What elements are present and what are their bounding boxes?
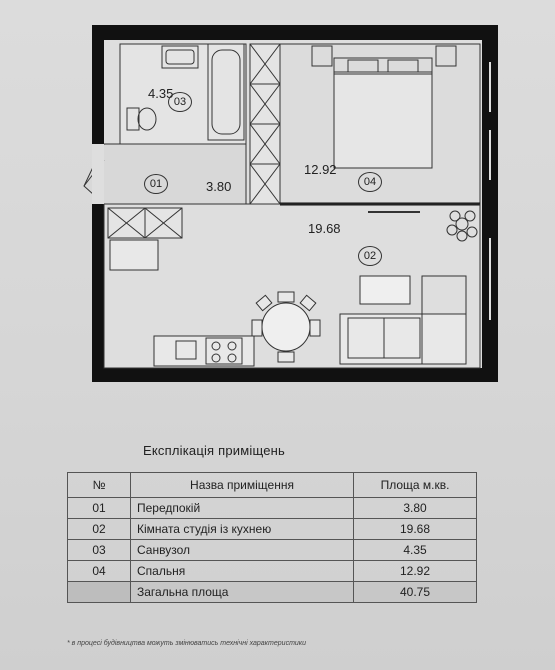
row-area: 12.92 (353, 560, 477, 582)
room-area-03: 4.35 (148, 86, 174, 101)
room-area-04: 12.92 (304, 162, 337, 177)
row-number: 02 (67, 518, 131, 540)
total-label: Загальна площа (130, 581, 354, 603)
studio-area (103, 203, 481, 369)
room-area-02: 19.68 (308, 221, 341, 236)
row-number: 03 (67, 539, 131, 561)
row-number: 01 (67, 497, 131, 519)
header-name: Назва приміщення (130, 472, 354, 498)
total-area: 40.75 (353, 581, 477, 603)
bathtub (207, 43, 245, 141)
row-name: Спальня (130, 560, 354, 582)
entry-opening (92, 144, 104, 204)
explication-table: № Назва приміщення Площа м.кв. 01 Передп… (67, 472, 477, 603)
row-name: Кімната студія із кухнею (130, 518, 354, 540)
row-area: 4.35 (353, 539, 477, 561)
hallway-area (83, 143, 247, 205)
kitchen-sink (175, 340, 197, 360)
kitchen-counter (153, 335, 255, 367)
sofa (339, 313, 467, 365)
dining-chairs (251, 291, 321, 363)
sink-bowl (165, 49, 195, 65)
row-name: Передпокій (130, 497, 354, 519)
footnote: * в процесі будівництва можуть змінювати… (67, 640, 306, 647)
plant (446, 210, 478, 242)
table-title: Експлікація приміщень (143, 443, 285, 458)
table-row: 02 Кімната студія із кухнею 19.68 (67, 518, 477, 540)
hall-closet-crosses (107, 207, 183, 239)
table-header-row: № Назва приміщення Площа м.кв. (67, 472, 477, 498)
cooktop (205, 337, 243, 365)
room-number-03: 03 (168, 92, 192, 112)
bed (333, 71, 433, 169)
room-area-01: 3.80 (206, 179, 232, 194)
row-number: 04 (67, 560, 131, 582)
table-row: 01 Передпокій 3.80 (67, 497, 477, 519)
toilet-bowl (137, 107, 157, 131)
row-area: 19.68 (353, 518, 477, 540)
nightstand-right (435, 45, 457, 67)
toilet-tank (126, 107, 140, 131)
room-number-04: 04 (358, 172, 382, 192)
floor-plan-drawing (83, 25, 498, 382)
table-row: 04 Спальня 12.92 (67, 560, 477, 582)
row-area: 3.80 (353, 497, 477, 519)
room-number-02: 02 (358, 246, 382, 266)
coffee-table (359, 275, 411, 305)
header-number: № (67, 472, 131, 498)
nightstand-left (311, 45, 333, 67)
bathtub-inner (211, 49, 241, 135)
pillow-left (347, 59, 379, 73)
sofa-cushion-2 (383, 317, 421, 359)
dining-table (261, 302, 311, 352)
header-area: Площа м.кв. (353, 472, 477, 498)
row-name: Санвузол (130, 539, 354, 561)
wardrobe-crosses (249, 43, 281, 205)
room-number-01: 01 (144, 174, 168, 194)
fridge (109, 239, 159, 271)
total-number-cell (67, 581, 131, 603)
floor-plan: 4.35 03 01 3.80 12.92 04 19.68 02 (83, 25, 498, 382)
sink (161, 45, 199, 69)
table-row: 03 Санвузол 4.35 (67, 539, 477, 561)
sofa-chaise (421, 275, 467, 365)
table-total-row: Загальна площа 40.75 (67, 581, 477, 603)
bed-headboard (333, 57, 433, 75)
pillow-right (387, 59, 419, 73)
